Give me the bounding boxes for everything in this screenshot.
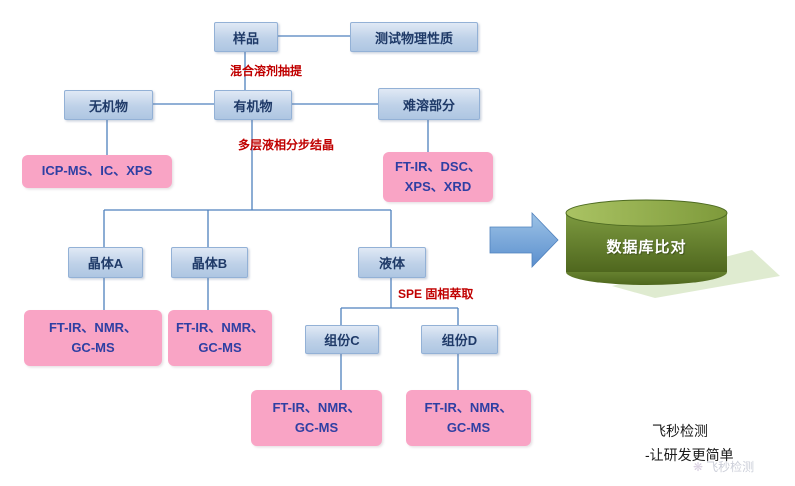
methods-crystal-a: FT-IR、NMR、 GC-MS — [24, 310, 162, 366]
node-component-c: 组份C — [305, 325, 379, 354]
node-crystal-b: 晶体B — [171, 247, 248, 278]
watermark: ❋飞秒检测 — [693, 458, 754, 475]
label-spe-extraction: SPE 固相萃取 — [398, 287, 474, 301]
footer-brand: 飞秒检测 — [652, 423, 708, 439]
node-inorganic: 无机物 — [64, 90, 153, 120]
node-organic: 有机物 — [214, 90, 292, 120]
label-mixed-solvent-extraction: 混合溶剂抽提 — [230, 64, 303, 78]
node-test-physical-properties: 测试物理性质 — [350, 22, 478, 52]
node-component-d: 组份D — [421, 325, 498, 354]
database-cylinder-icon — [565, 199, 728, 285]
methods-component-c: FT-IR、NMR、 GC-MS — [251, 390, 382, 446]
node-sample: 样品 — [214, 22, 278, 52]
node-liquid: 液体 — [358, 247, 426, 278]
label-multilayer-crystallization: 多层液相分步结晶 — [238, 138, 335, 152]
watermark-text: 飞秒检测 — [706, 460, 755, 474]
node-crystal-a: 晶体A — [68, 247, 143, 278]
flow-arrow-icon — [489, 212, 559, 268]
node-insoluble-fraction: 难溶部分 — [378, 88, 480, 120]
footer-slogan: -让研发更简单 — [645, 447, 734, 463]
methods-insoluble: FT-IR、DSC、 XPS、XRD — [383, 152, 493, 202]
methods-component-d: FT-IR、NMR、 GC-MS — [406, 390, 531, 446]
watermark-logo-icon: ❋ — [693, 460, 704, 474]
methods-crystal-b: FT-IR、NMR、 GC-MS — [168, 310, 272, 366]
methods-inorganic: ICP-MS、IC、XPS — [22, 155, 172, 188]
connector-lines — [103, 35, 459, 390]
database-label: 数据库比对 — [606, 239, 687, 256]
